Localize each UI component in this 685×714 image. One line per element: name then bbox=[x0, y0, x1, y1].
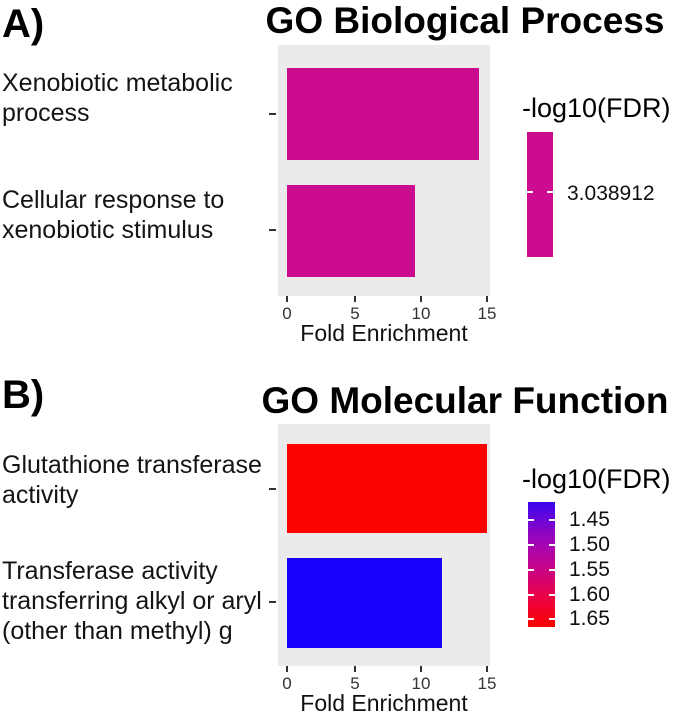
y-axis-tick bbox=[269, 113, 276, 115]
bar-transferase-activity-alkyl-aryl bbox=[287, 558, 442, 648]
x-tick-label: 5 bbox=[350, 674, 360, 693]
x-axis-tick bbox=[286, 296, 288, 302]
x-axis-title: Fold Enrichment bbox=[300, 320, 468, 346]
panel-a-label: A) bbox=[2, 2, 45, 46]
x-axis-title: Fold Enrichment bbox=[300, 690, 468, 714]
category-label-line: transferring alkyl or aryl bbox=[2, 587, 262, 615]
legend-value-label: 3.038912 bbox=[567, 182, 655, 205]
y-axis-tick bbox=[269, 488, 276, 490]
panel-b-label: B) bbox=[2, 373, 45, 417]
y-axis-tick bbox=[269, 601, 276, 603]
x-axis-tick bbox=[486, 296, 488, 302]
legend-tick-mark bbox=[549, 569, 555, 571]
legend-tick-label: 1.65 bbox=[569, 607, 610, 630]
category-label-line: Transferase activity bbox=[2, 557, 218, 585]
legend-tick-mark bbox=[528, 618, 534, 620]
legend-tick-mark bbox=[549, 594, 555, 596]
category-label-line: Xenobiotic metabolic bbox=[2, 69, 233, 97]
x-tick-label: 15 bbox=[477, 304, 497, 323]
y-axis-tick bbox=[269, 229, 276, 231]
legend-tick-mark bbox=[549, 519, 555, 521]
legend-tick-mark bbox=[549, 618, 555, 620]
x-tick-label: 15 bbox=[477, 674, 497, 693]
category-label-line: process bbox=[2, 99, 90, 127]
category-label-line: activity bbox=[2, 481, 79, 509]
legend-tick-mark bbox=[549, 544, 555, 546]
category-label: Cellular response to xenobiotic stimulus bbox=[2, 185, 224, 245]
x-tick-label: 10 bbox=[411, 674, 431, 693]
x-axis-tick bbox=[354, 296, 356, 302]
legend-tick-mark bbox=[528, 594, 534, 596]
legend-title: -log10(FDR) bbox=[522, 464, 671, 494]
legend-colorbar bbox=[527, 132, 553, 257]
legend-title: -log10(FDR) bbox=[522, 93, 671, 123]
legend-tick-label: 1.55 bbox=[569, 558, 610, 581]
category-label-line: xenobiotic stimulus bbox=[2, 216, 214, 244]
category-label-line: Cellular response to bbox=[2, 186, 225, 214]
legend-tick-mark bbox=[528, 544, 534, 546]
x-axis-tick bbox=[486, 666, 488, 672]
bar-glutathione-transferase-activity bbox=[287, 444, 487, 533]
legend-tick-label: 1.45 bbox=[569, 508, 610, 531]
category-label: Transferase activity transferring alkyl … bbox=[2, 556, 262, 646]
panel-a-title: GO Biological Process bbox=[265, 0, 665, 41]
category-label: Xenobiotic metabolic process bbox=[2, 68, 233, 128]
x-axis-tick bbox=[420, 666, 422, 672]
legend-tick-label: 1.50 bbox=[569, 533, 610, 556]
category-label-line: (other than methyl) g bbox=[2, 617, 233, 645]
legend-tick-mark bbox=[528, 519, 534, 521]
panel-a-plot-area bbox=[278, 45, 490, 296]
x-tick-label: 0 bbox=[282, 304, 292, 323]
panel-b-plot-area bbox=[278, 424, 490, 666]
x-axis-tick bbox=[286, 666, 288, 672]
legend-colorbar bbox=[528, 502, 555, 627]
legend-tick-mark bbox=[527, 191, 533, 193]
legend-tick-mark bbox=[547, 191, 553, 193]
bar-xenobiotic-metabolic-process bbox=[287, 68, 479, 160]
category-label-line: Glutathione transferase bbox=[2, 451, 262, 479]
x-axis-tick bbox=[354, 666, 356, 672]
panel-b-title: GO Molecular Function bbox=[261, 380, 669, 421]
legend-tick-mark bbox=[528, 569, 534, 571]
x-tick-label: 0 bbox=[282, 674, 292, 693]
bar-cellular-response-xenobiotic bbox=[287, 185, 415, 277]
category-label: Glutathione transferase activity bbox=[2, 450, 262, 510]
x-axis-tick bbox=[420, 296, 422, 302]
x-tick-label: 5 bbox=[350, 304, 360, 323]
legend-tick-label: 1.60 bbox=[569, 583, 610, 606]
x-tick-label: 10 bbox=[411, 304, 431, 323]
